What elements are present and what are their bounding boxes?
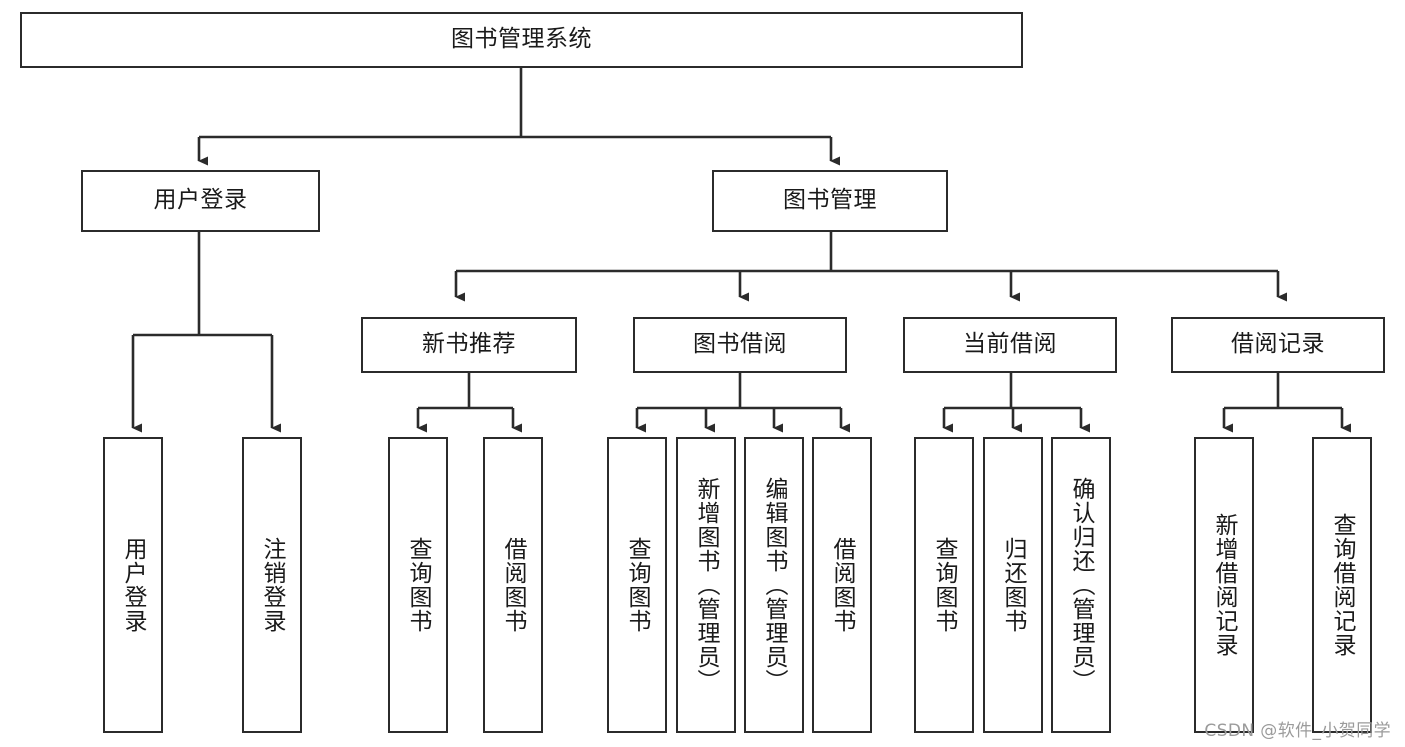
leaf-book-borrow-2-label: 新增图书（管理员） (693, 477, 720, 693)
node-user-login-label: 用户登录 (153, 187, 248, 214)
node-book-manage[interactable]: 图书管理 (712, 170, 948, 232)
leaf-borrow-record-1[interactable]: 新增借阅记录 (1194, 437, 1254, 733)
node-book-borrow-label: 图书借阅 (693, 331, 787, 358)
leaf-current-borrow-1[interactable]: 查询图书 (914, 437, 974, 733)
leaf-book-borrow-2[interactable]: 新增图书（管理员） (676, 437, 736, 733)
leaf-current-borrow-3[interactable]: 确认归还（管理员） (1051, 437, 1111, 733)
leaf-borrow-record-2-label: 查询借阅记录 (1329, 513, 1356, 657)
leaf-user-login-2[interactable]: 注销登录 (242, 437, 302, 733)
node-current-borrow-label: 当前借阅 (963, 331, 1057, 358)
leaf-borrow-record-1-label: 新增借阅记录 (1211, 513, 1238, 657)
leaf-current-borrow-1-label: 查询图书 (931, 537, 958, 633)
leaf-current-borrow-2-label: 归还图书 (1000, 537, 1027, 633)
node-borrow-record-label: 借阅记录 (1231, 331, 1325, 358)
leaf-book-borrow-1[interactable]: 查询图书 (607, 437, 667, 733)
node-user-login[interactable]: 用户登录 (81, 170, 320, 232)
node-book-manage-label: 图书管理 (783, 187, 877, 214)
node-book-borrow[interactable]: 图书借阅 (633, 317, 847, 373)
node-borrow-record[interactable]: 借阅记录 (1171, 317, 1385, 373)
leaf-new-book-1-label: 查询图书 (405, 537, 432, 633)
leaf-book-borrow-3[interactable]: 编辑图书（管理员） (744, 437, 804, 733)
node-current-borrow[interactable]: 当前借阅 (903, 317, 1117, 373)
leaf-user-login-1-label: 用户登录 (120, 537, 147, 633)
leaf-user-login-1[interactable]: 用户登录 (103, 437, 163, 733)
leaf-book-borrow-3-label: 编辑图书（管理员） (761, 477, 788, 693)
leaf-current-borrow-3-label: 确认归还（管理员） (1068, 477, 1095, 693)
leaf-new-book-1[interactable]: 查询图书 (388, 437, 448, 733)
leaf-book-borrow-4-label: 借阅图书 (829, 537, 856, 633)
node-new-book-recommend[interactable]: 新书推荐 (361, 317, 577, 373)
leaf-book-borrow-4[interactable]: 借阅图书 (812, 437, 872, 733)
leaf-borrow-record-2[interactable]: 查询借阅记录 (1312, 437, 1372, 733)
leaf-new-book-2[interactable]: 借阅图书 (483, 437, 543, 733)
node-new-book-recommend-label: 新书推荐 (422, 331, 516, 358)
leaf-current-borrow-2[interactable]: 归还图书 (983, 437, 1043, 733)
node-root-system[interactable]: 图书管理系统 (20, 12, 1023, 68)
node-root-system-label: 图书管理系统 (451, 26, 592, 53)
leaf-new-book-2-label: 借阅图书 (500, 537, 527, 633)
leaf-book-borrow-1-label: 查询图书 (624, 537, 651, 633)
leaf-user-login-2-label: 注销登录 (259, 537, 286, 633)
